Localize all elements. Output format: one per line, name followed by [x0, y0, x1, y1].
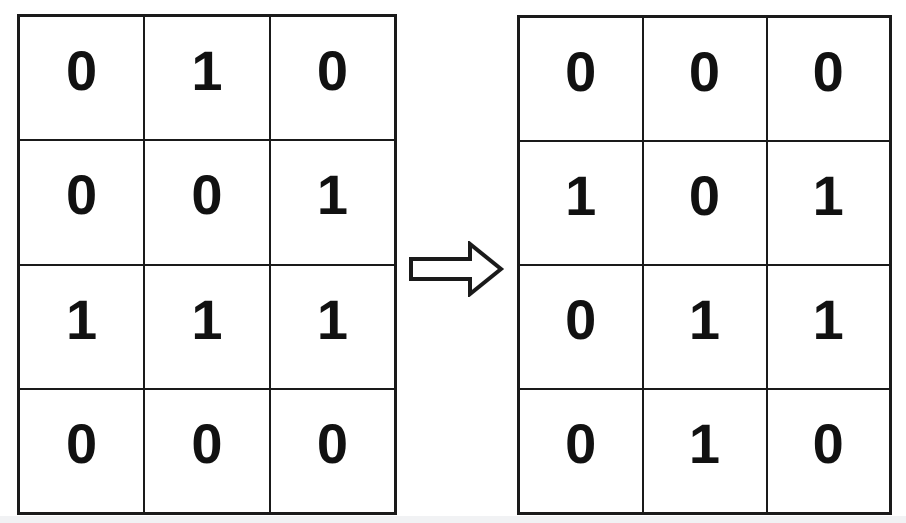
matrix-cell: 0 — [517, 388, 644, 515]
matrix-cell: 1 — [268, 263, 397, 390]
matrix-cell: 0 — [143, 139, 271, 266]
matrix-cell: 1 — [268, 139, 397, 266]
matrix-cell: 0 — [17, 388, 146, 515]
matrix-cell: 0 — [641, 139, 768, 267]
matrix-cell: 0 — [268, 388, 397, 515]
matrix-cell: 0 — [765, 388, 892, 515]
matrix-cell: 1 — [517, 139, 644, 267]
matrix-cell: 1 — [641, 263, 768, 391]
bottom-strip — [0, 516, 906, 523]
matrix-cell: 0 — [143, 388, 271, 515]
matrix-cell: 1 — [143, 263, 271, 390]
matrix-cell: 1 — [765, 139, 892, 267]
matrix-cell: 1 — [143, 14, 271, 141]
matrix-cell: 1 — [641, 388, 768, 515]
matrix-cell: 0 — [641, 15, 768, 142]
matrix-cell: 0 — [765, 15, 892, 142]
matrix-cell: 0 — [17, 14, 146, 141]
matrix-cell: 0 — [268, 14, 397, 141]
matrix-cell: 0 — [17, 139, 146, 266]
matrix-cell: 0 — [517, 15, 644, 142]
matrix-cell: 1 — [765, 263, 892, 391]
matrix-cell: 1 — [17, 263, 146, 390]
arrow-right-icon — [408, 239, 505, 299]
matrix-cell: 0 — [517, 263, 644, 391]
